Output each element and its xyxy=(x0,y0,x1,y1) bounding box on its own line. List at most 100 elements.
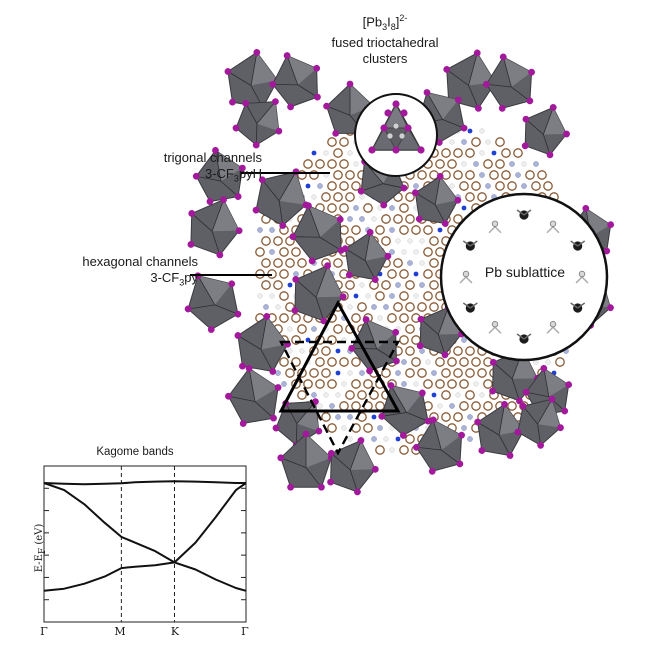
octahedron-edge xyxy=(228,395,256,402)
ligand-ring xyxy=(435,159,445,169)
nitrogen-atom xyxy=(461,205,467,211)
iodine-atom xyxy=(263,313,271,320)
iodine-atom xyxy=(357,187,365,195)
ligand-ring xyxy=(543,181,553,191)
octahedron-highlight xyxy=(316,265,344,298)
fluorine-atom xyxy=(359,370,365,376)
iodine-atom xyxy=(234,193,242,200)
ligand-ring xyxy=(393,302,403,312)
iodine-atom xyxy=(324,262,331,270)
iodine-atom xyxy=(416,342,424,350)
ligand-stick xyxy=(494,226,502,234)
hydrogen-atom xyxy=(347,150,353,156)
ligand-ring xyxy=(279,269,289,279)
fluorine-atom xyxy=(461,139,467,145)
iodine-atom xyxy=(607,221,615,229)
iodine-atom xyxy=(258,176,266,184)
iodine-atom xyxy=(498,104,506,112)
ligand-ring xyxy=(327,335,337,345)
iodine-atom xyxy=(519,402,527,410)
ligand-ring xyxy=(465,170,475,180)
octahedron-edge xyxy=(383,183,405,189)
cluster-inset xyxy=(354,93,438,177)
nitrogen-atom xyxy=(371,414,377,420)
fluorine-atom xyxy=(257,227,263,233)
fluorine-atom xyxy=(359,216,365,222)
fluorine-atom xyxy=(431,370,437,376)
iodine-atom xyxy=(234,310,242,318)
iodine-atom xyxy=(392,100,400,108)
iodine-atom xyxy=(270,414,277,422)
fluorine-atom xyxy=(383,304,389,310)
octahedron-edge xyxy=(278,171,297,202)
hydrogen-atom xyxy=(413,293,419,299)
hydrogen-atom xyxy=(335,392,341,398)
fluorine-atom xyxy=(467,436,473,442)
lead-atom xyxy=(392,122,400,130)
fluorine-atom xyxy=(347,414,353,420)
octahedron-highlight xyxy=(279,171,306,205)
hydrogen-atom xyxy=(287,326,293,332)
ligand-stick xyxy=(488,226,496,234)
trigonal-channels-label: trigonal channels 3-CF3pyH xyxy=(163,150,262,184)
ligand-ring xyxy=(375,291,385,301)
octahedron-edge xyxy=(537,399,553,425)
hydrogen-atom xyxy=(359,282,365,288)
fluorine-atom xyxy=(389,249,395,255)
ligand-ring xyxy=(429,302,439,312)
iodine-atom xyxy=(411,189,419,197)
iodine-atom xyxy=(454,196,462,204)
iodine-atom xyxy=(277,454,285,462)
ligand-ring xyxy=(453,148,463,158)
hydrogen-atom xyxy=(383,436,389,442)
iodine-atom xyxy=(582,204,590,212)
fluorine-atom xyxy=(395,282,401,288)
ligand-ring xyxy=(327,137,337,147)
ligand-ring xyxy=(417,302,427,312)
ligand-ring xyxy=(273,236,283,246)
iodine-atom xyxy=(528,68,535,76)
ligand-ring xyxy=(375,445,385,455)
iodine-atom xyxy=(332,130,340,137)
ligand-ring xyxy=(339,159,349,169)
iodine-atom xyxy=(474,418,482,426)
iodine-atom xyxy=(399,432,407,439)
hydrogen-atom xyxy=(401,249,407,255)
iodine-atom xyxy=(400,184,408,192)
iodine-atom xyxy=(224,68,232,75)
ligand-ring xyxy=(435,379,445,389)
k-label-m: M xyxy=(114,625,126,638)
iodine-atom xyxy=(521,142,529,150)
pb-bond xyxy=(462,240,471,247)
ligand-ring xyxy=(405,280,415,290)
nitrogen-atom xyxy=(335,348,341,354)
hydrogen-atom xyxy=(485,139,491,145)
k-label-gamma-start: Γ xyxy=(40,625,48,638)
octahedron-edge xyxy=(543,368,550,397)
iodine-atom xyxy=(537,441,545,449)
iodine-atom xyxy=(272,424,280,432)
nitrogen-atom xyxy=(335,370,341,376)
octahedron-edge xyxy=(326,105,351,116)
band-k-guides xyxy=(120,466,175,622)
ligand-ring xyxy=(327,159,337,169)
pbi6-octahedron xyxy=(482,53,535,112)
hydrogen-atom xyxy=(425,359,431,365)
iodine-atom xyxy=(339,293,347,301)
ligand-ring xyxy=(273,258,283,268)
iodine-atom xyxy=(354,488,361,496)
iodine-atom xyxy=(392,146,400,154)
ligand-ring xyxy=(417,368,427,378)
ligand-ring xyxy=(375,225,385,235)
nitrogen-atom xyxy=(353,293,359,299)
nitrogen-atom xyxy=(395,436,401,442)
iodine-atom xyxy=(474,104,482,112)
octahedron-highlight xyxy=(427,92,459,120)
ligand-ring xyxy=(507,181,517,191)
ligand-ring xyxy=(471,357,481,367)
ligand-ring xyxy=(351,181,361,191)
ligand-ring xyxy=(423,247,433,257)
ligand-ring xyxy=(339,357,349,367)
ligand-ring xyxy=(447,159,457,169)
fluorine-atom xyxy=(371,304,377,310)
